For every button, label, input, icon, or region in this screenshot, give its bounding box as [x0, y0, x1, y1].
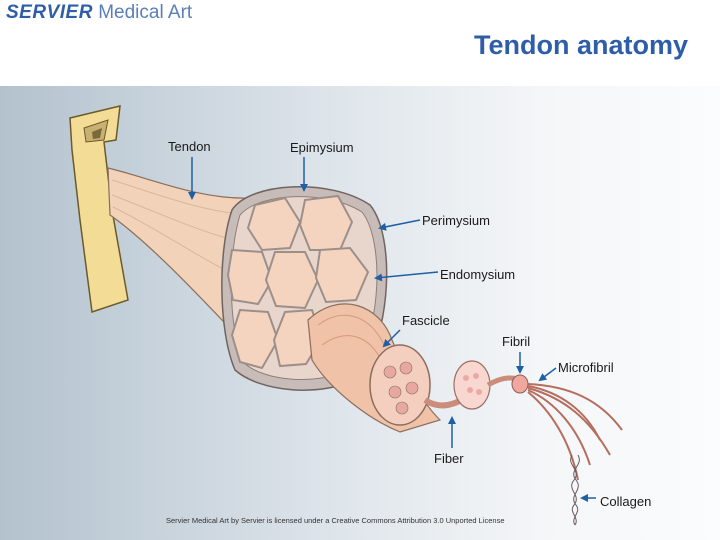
fascicle-cell [230, 308, 280, 370]
fascicle-cell [314, 246, 370, 304]
fascicles [226, 194, 370, 370]
license-credit: Servier Medical Art by Servier is licens… [166, 516, 505, 525]
label-arrows [188, 157, 596, 502]
fiber-cross-section [369, 344, 431, 426]
bone-shape [69, 105, 129, 313]
label-tendon: Tendon [168, 139, 211, 154]
servier-logo: SERVIER Medical Art [6, 2, 192, 24]
label-fibril: Fibril [502, 334, 531, 349]
label-fascicle: Fascicle [402, 313, 450, 328]
label-fiber: Fiber [434, 451, 464, 466]
fascicle-cell [226, 248, 274, 306]
microfibril-arrow [538, 367, 557, 382]
label-perimysium: Perimysium [422, 213, 490, 228]
logo-brand: SERVIER [6, 2, 93, 23]
header: SERVIER Medical Art Tendon anatomy [0, 0, 720, 86]
fibril-cross-section [453, 360, 491, 410]
label-endomysium: Endomysium [440, 267, 516, 282]
label-collagen: Collagen [600, 494, 652, 509]
logo-medical-art: Medical Art [92, 2, 193, 23]
page-title: Tendon anatomy [473, 30, 688, 60]
collagen-helix [570, 454, 580, 526]
fascicle-cell [264, 251, 320, 310]
perimysium-arrow [378, 219, 421, 231]
collagen-strands [527, 383, 623, 481]
endomysium-arrow [374, 271, 439, 282]
label-epimysium: Epimysium [290, 140, 354, 155]
fascicle-cell [246, 196, 302, 252]
microfibril-shape [486, 374, 529, 394]
label-microfibril: Microfibril [558, 360, 614, 375]
fascicle-arrow [382, 329, 401, 348]
